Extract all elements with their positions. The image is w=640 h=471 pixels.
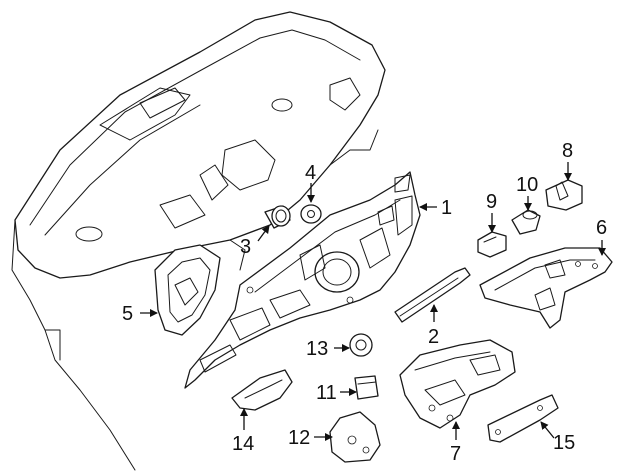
part-9-switch	[477, 231, 507, 258]
callout-7: 7	[450, 443, 461, 465]
part-15-bracket-strip	[487, 394, 559, 443]
part-12-bracket	[329, 411, 381, 463]
part-4-clip	[300, 204, 322, 224]
leader-15	[540, 421, 555, 439]
callout-9: 9	[486, 191, 497, 213]
part-11-block	[354, 375, 379, 400]
part-13-grommet	[349, 333, 373, 357]
callout-10: 10	[516, 174, 538, 196]
callout-15: 15	[553, 432, 575, 454]
part-7-lower-bracket	[399, 339, 516, 429]
callout-1: 1	[441, 197, 452, 219]
instrument-panel	[11, 11, 386, 471]
callout-11: 11	[316, 382, 337, 404]
leader-3	[257, 225, 270, 242]
callout-numbers: 1 2 3 4 5 6 7 8 9 10 11 12 13 14 15	[122, 140, 607, 465]
callout-13: 13	[306, 338, 328, 360]
callout-3: 3	[240, 236, 251, 258]
callout-leaders	[140, 162, 606, 441]
part-10-connector	[511, 209, 541, 235]
callout-2: 2	[428, 326, 439, 348]
part-1-center-frame	[184, 171, 421, 389]
callout-8: 8	[562, 140, 573, 162]
callout-14: 14	[232, 433, 254, 455]
part-2-trim-strip	[394, 267, 471, 323]
part-8-switch	[545, 179, 583, 211]
callout-4: 4	[305, 162, 316, 184]
part-6-side-panel	[479, 247, 613, 329]
part-5-bezel	[154, 244, 221, 336]
part-14-tray	[231, 369, 293, 411]
part-3-knob	[264, 205, 291, 229]
callout-12: 12	[288, 427, 310, 449]
callout-5: 5	[122, 303, 133, 325]
callout-6: 6	[596, 217, 607, 239]
